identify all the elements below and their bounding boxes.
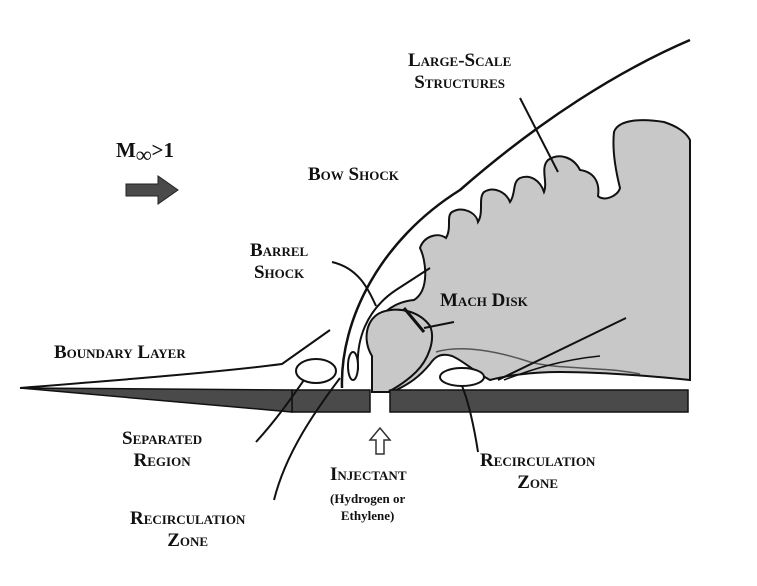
label-line: Ethylene)	[340, 508, 395, 523]
leading-edge-wedge	[19, 387, 293, 413]
label-bow-shock: Bow Shock	[308, 164, 399, 186]
label-injectant-detail: (Hydrogen or Ethylene)	[330, 490, 405, 524]
label-line: Boundary Layer	[54, 342, 186, 363]
label-boundary-layer: Boundary Layer	[54, 342, 186, 364]
label-large-scale-structures: Large-Scale Structures	[408, 50, 511, 94]
label-line: Large-Scale	[408, 50, 512, 71]
recirculation-bubble-left	[347, 351, 359, 381]
boundary-layer-line	[19, 329, 331, 389]
label-recirculation-zone-left: Recirculation Zone	[130, 508, 245, 552]
freestream-mach-label: M∞>1	[116, 138, 174, 168]
mach-prefix: M	[116, 138, 136, 162]
label-barrel-shock: Barrel Shock	[250, 240, 308, 284]
wall-plate-right	[389, 389, 689, 413]
label-line: Recirculation	[480, 450, 596, 471]
leader-large-scale-structures	[519, 97, 559, 173]
label-line: Separated	[122, 428, 203, 449]
label-separated-region: Separated Region	[122, 428, 202, 472]
label-line: Zone	[167, 530, 209, 551]
label-line: Shock	[253, 262, 305, 283]
label-injectant: Injectant	[330, 464, 407, 486]
barrel-shock-region	[365, 308, 434, 393]
label-line: Barrel	[250, 240, 309, 261]
mach-suffix: >1	[151, 138, 174, 162]
recirculation-zone-ellipse	[439, 367, 485, 387]
leader-recirculation-zone-right	[461, 385, 479, 453]
separated-region-ellipse	[295, 358, 337, 384]
up-arrow-icon	[368, 426, 392, 455]
right-arrow-icon	[125, 175, 179, 205]
label-line: Region	[133, 450, 191, 471]
leader-barrel-shock	[331, 261, 377, 307]
plume-lower-shear-line	[435, 347, 641, 375]
label-line: Bow Shock	[308, 164, 399, 185]
wake-shear-line-2	[503, 355, 601, 381]
leader-separated-region	[255, 379, 305, 443]
label-line: Zone	[517, 472, 559, 493]
mach-subscript: ∞	[135, 142, 152, 167]
label-recirculation-zone-right: Recirculation Zone	[480, 450, 595, 494]
label-line: (Hydrogen or	[330, 491, 406, 506]
label-line: Mach Disk	[440, 290, 528, 311]
leader-mach-disk	[423, 321, 455, 329]
bow-shock-curve	[340, 38, 691, 389]
label-line: Recirculation	[130, 508, 246, 529]
wake-shear-line-1	[497, 317, 627, 381]
label-line: Structures	[414, 72, 505, 93]
wall-plate-left	[291, 389, 371, 413]
leader-recirculation-zone-left	[273, 377, 341, 501]
mach-disk-line	[402, 307, 426, 333]
label-mach-disk: Mach Disk	[440, 290, 528, 312]
label-line: Injectant	[330, 464, 407, 485]
